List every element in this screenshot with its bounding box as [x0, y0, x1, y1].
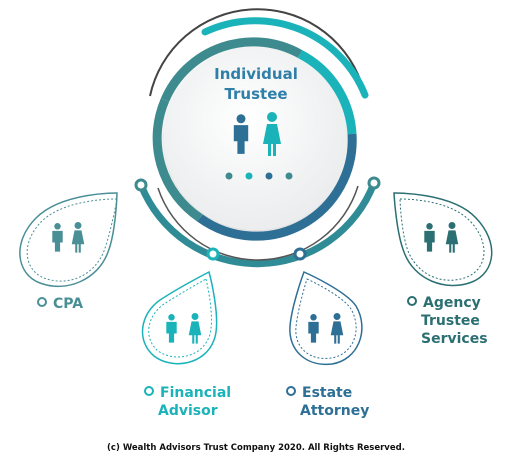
bullet-icon — [286, 386, 296, 396]
main-ring-slate-lower — [152, 98, 203, 222]
bullet-icon — [144, 386, 154, 396]
individual-trustee-node — [152, 37, 357, 241]
connector-node-advisor — [206, 247, 220, 261]
connector-node-agency — [367, 176, 381, 190]
connector-arc — [137, 181, 378, 268]
main-ring-blue — [197, 133, 357, 241]
outer-arc-teal — [201, 17, 369, 99]
main-ring-slate — [160, 37, 303, 102]
label-line: Estate — [302, 385, 353, 401]
main-ring-teal — [297, 49, 357, 135]
agency-trustee-node — [393, 192, 493, 287]
label-line: Attorney — [300, 403, 370, 419]
financial-advisor-node — [141, 270, 218, 365]
connector-arc-inner — [157, 185, 359, 261]
cpa-node — [19, 192, 118, 288]
dot-indicator — [225, 172, 233, 180]
connector-node-cpa — [134, 178, 148, 192]
label-line: Agency — [423, 295, 481, 311]
agency-trustee-label: Agency Trustee Services — [407, 294, 488, 348]
center-title-line: Individual — [214, 65, 298, 83]
outer-arc-gray — [149, 8, 362, 97]
estate-attorney-label: Estate Attorney — [286, 384, 369, 420]
label-line: Trustee — [421, 313, 480, 329]
financial-advisor-label: Financial Advisor — [144, 384, 231, 420]
connector-node-attorney — [293, 247, 307, 261]
dot-indicator — [265, 172, 273, 180]
bullet-icon — [37, 297, 47, 307]
dot-indicator — [245, 172, 253, 180]
estate-attorney-node — [289, 270, 363, 366]
center-title-line: Trustee — [224, 85, 288, 103]
bullet-icon — [407, 296, 417, 306]
cpa-label-text: CPA — [53, 296, 84, 312]
dot-indicator — [285, 172, 293, 180]
copyright-footer: (c) Wealth Advisors Trust Company 2020. … — [107, 443, 405, 453]
label-line: Services — [421, 331, 488, 347]
cpa-label: CPA — [37, 295, 83, 313]
center-title: Individual Trustee — [196, 64, 316, 104]
label-line: Financial — [160, 385, 232, 401]
label-line: Advisor — [158, 403, 218, 419]
